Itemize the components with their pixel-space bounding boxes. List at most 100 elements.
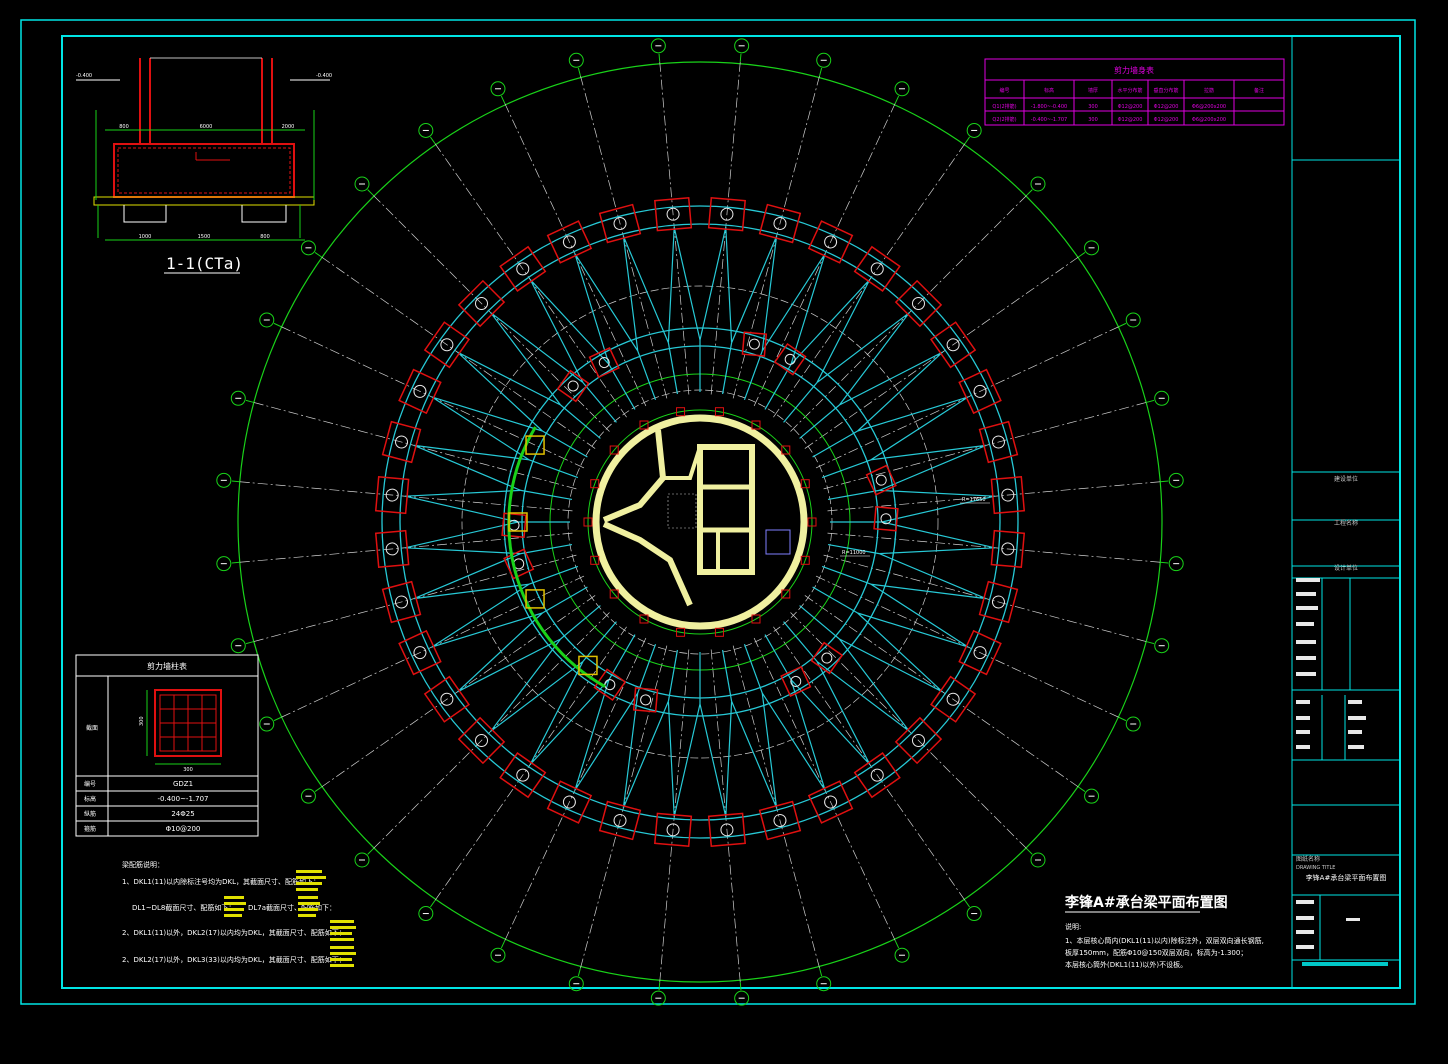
axis-leader [819, 968, 823, 977]
pile-cap-outer [398, 368, 442, 415]
radial-beam [560, 605, 601, 640]
tb-label-project: 工程名称 [1334, 519, 1358, 527]
radial-beam [783, 382, 818, 423]
axis-leader [430, 136, 436, 144]
pile-cap-outline [381, 420, 422, 464]
pile-cap-outline [398, 629, 442, 676]
pile-cap-outer [807, 220, 854, 264]
radial-beam [637, 350, 657, 401]
radial-beam [542, 586, 588, 614]
pile-cap-outer [598, 800, 642, 841]
radial-beam [520, 543, 573, 555]
radial-beam [821, 459, 872, 479]
pile [870, 768, 884, 782]
axis-bubble [1125, 716, 1141, 732]
radial-beam [812, 586, 858, 614]
beam-notes-specs [224, 870, 356, 967]
beam-notes-line-0: 1、DKL1(11)以内除标注号均为DKL，其截面尺寸、配筋如下： [122, 877, 320, 886]
axis-bubble [1168, 556, 1184, 572]
notes-line-1: 板厚150mm，配筋Φ10@150双层双向，标高为-1.300； [1065, 948, 1247, 957]
pile-cap-outer [374, 529, 410, 568]
brace-beam [879, 444, 995, 497]
pile-cap-outline [894, 716, 943, 765]
axis-bubble [259, 716, 275, 732]
axis-bubble [259, 312, 275, 328]
core-shaft-wall [697, 444, 755, 575]
pile-cap-outline [374, 529, 410, 568]
pile-cap-mid [873, 506, 899, 532]
core-pile [781, 445, 791, 455]
wall-table-cell: 300 [1088, 104, 1098, 110]
pile-cap-outer [398, 629, 442, 676]
pile [973, 646, 987, 660]
pile [875, 474, 887, 486]
axis-bubble [650, 990, 666, 1006]
axis-leader [245, 641, 254, 645]
axis-leader [1146, 641, 1155, 645]
radial-beam [520, 489, 573, 501]
core-pile [751, 614, 761, 624]
pile-cap-mid [593, 668, 627, 702]
title-block [1291, 36, 1400, 988]
core-pile [800, 479, 810, 489]
wall-table-cell: Q2(2排筋) [992, 116, 1016, 123]
pile-cap-outline [853, 752, 901, 799]
pile-cap-outline [598, 203, 642, 244]
brace-beam [857, 612, 969, 693]
axis-bubble [734, 38, 750, 54]
axis-leader [1026, 848, 1033, 855]
pile-cap-outline [780, 665, 812, 698]
axis-leader [739, 53, 742, 62]
core-opening [765, 529, 791, 555]
beam-notes-line-3: 2、DKL1(11)以外，DKL2(17)以内均为DKL，其截面尺寸、配筋如下： [122, 928, 346, 937]
pile [911, 733, 925, 747]
beam-notes-line-1: DL1~DL8截面尺寸、配筋如下： [132, 903, 235, 912]
pile-cap-mid [588, 346, 620, 379]
pile-cap-outer [457, 716, 506, 765]
axis-bubble [230, 638, 246, 654]
pile-cap-outline [588, 346, 620, 379]
axis-bubble [568, 976, 584, 992]
section-dim-bottom-0: 1000 [139, 234, 152, 240]
inner-frame [61, 35, 1401, 989]
brace-beam [673, 226, 727, 341]
axis-leader [1026, 189, 1033, 196]
pile [748, 338, 760, 350]
pile-cap-outer [423, 675, 470, 723]
notes-line-0: 1、本层核心筒内(DKL1(11)以内)除标注外，双层双向通长钢筋, [1065, 936, 1264, 945]
brace-beam [404, 495, 519, 549]
axis-bubble [216, 556, 232, 572]
brace-beam [529, 253, 610, 365]
wall-table-cell: -0.400~-1.707 [1031, 117, 1067, 123]
pile-cap-core [578, 655, 598, 676]
pile [640, 694, 652, 706]
core-pile [590, 479, 600, 489]
core-pile [590, 555, 600, 565]
pile [773, 813, 787, 827]
column-row-value-3: Φ10@200 [166, 825, 201, 833]
wall-table-header: 标高 [1044, 87, 1054, 94]
radial-beam [608, 634, 636, 680]
pile-cap-outline [930, 321, 977, 369]
pile-cap-outer [758, 800, 802, 841]
pile-cap-outline [894, 279, 943, 328]
axis-leader [658, 53, 661, 62]
pile-cap-core [525, 435, 545, 455]
radial-beam [637, 643, 657, 694]
axis-bubble [490, 81, 506, 97]
radial-beam [560, 404, 601, 439]
wall-table: 剪力墙身表 编号标高墙厚水平分布筋垂直分布筋拉筋备注Q1(2排筋)-1.800~… [984, 58, 1285, 126]
core-tube-wall [592, 414, 808, 630]
wall-table-cell: Φ6@200x200 [1192, 104, 1226, 110]
pile [666, 823, 680, 837]
column-section-label: 截面 [86, 724, 98, 732]
core-pile [639, 420, 649, 430]
section-title: 1-1(CTa) [166, 254, 243, 273]
pile-cap-outline [707, 196, 746, 232]
pile [666, 207, 680, 221]
axis-leader [1146, 399, 1155, 403]
core-pile [639, 614, 649, 624]
pile-cap-outline [499, 752, 547, 799]
core-pile [609, 589, 619, 599]
drawing-title: 李锋A#承台梁平面布置图 [1064, 894, 1228, 911]
